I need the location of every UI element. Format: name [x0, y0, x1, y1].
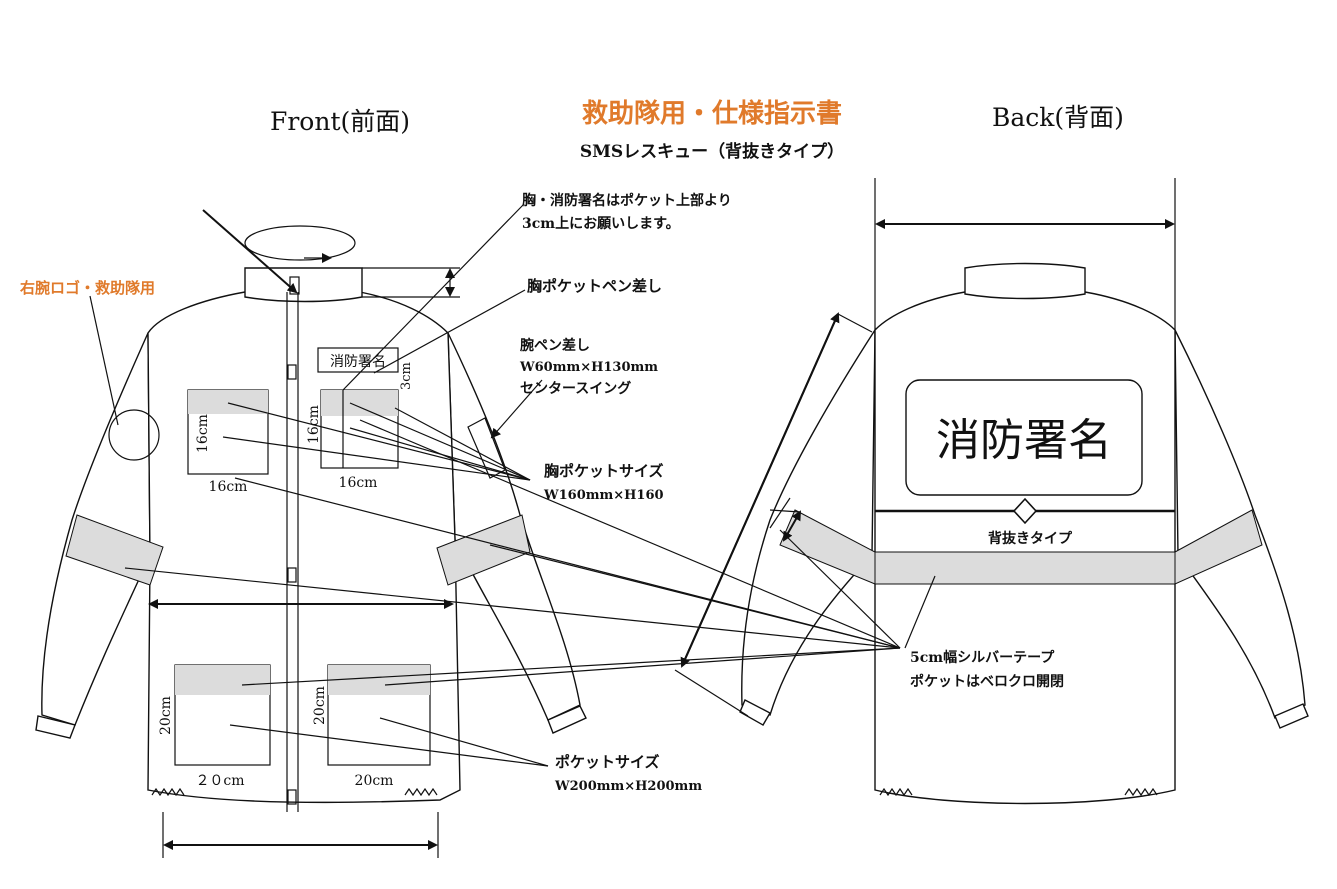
back-heading: Back(背面) — [992, 103, 1124, 132]
pocket-size-label-line2: W200mm×H200mm — [554, 779, 702, 794]
front-heading: Front(前面) — [270, 107, 410, 136]
front-left-cuff — [35, 715, 76, 739]
left-pocket-width: 16cm — [209, 479, 248, 495]
lower-left-pocket-width: ２０cm — [195, 773, 244, 789]
front-lower-right-pocket-tape — [328, 665, 430, 695]
tape-note-line2: ポケットはベロクロ開閉 — [910, 673, 1064, 690]
front-right-cuff — [547, 705, 587, 734]
front-right-chest-pocket-tape — [321, 390, 398, 416]
lower-right-pocket-height: 20cm — [312, 686, 328, 725]
lower-left-pocket-height: 20cm — [158, 696, 174, 735]
front-jacket: 消防署名 3cm 16cm 16cm 16cm 16cm 20cm ２０cm 2… — [35, 209, 587, 858]
back-jacket: 消防署名 背抜きタイプ — [674, 178, 1309, 805]
pocket-size-label-line1: ポケットサイズ — [555, 753, 660, 771]
chest-name-note-line2: 3cm上にお願いします。 — [522, 216, 680, 232]
backless-marker — [1012, 497, 1038, 525]
back-body — [874, 291, 1176, 805]
chest-pocket-size-label-line2: W160mm×H160 — [543, 488, 664, 503]
collar-circumference-loop — [244, 225, 356, 261]
left-pocket-height: 16cm — [195, 414, 211, 453]
chest-name-note-line1: 胸・消防署名はポケット上部より — [522, 192, 732, 209]
back-waist-tape — [874, 551, 1176, 585]
document-title: 救助隊用・仕様指示書 — [582, 98, 842, 129]
arm-pen-label-line2: W60mm×H130mm — [519, 360, 658, 375]
arm-logo-circle — [108, 409, 160, 461]
arm-pen-label-line3: センタースイング — [520, 380, 631, 397]
tape-note-line1: 5cm幅シルバーテープ — [910, 649, 1055, 666]
backless-label: 背抜きタイプ — [988, 530, 1073, 547]
chest-pocket-size-label-line1: 胸ポケットサイズ — [544, 462, 664, 480]
front-right-sleeve-tape — [436, 514, 531, 586]
arm-logo-label: 右腕ロゴ・救助隊用 — [20, 279, 155, 297]
chest-pen-label: 胸ポケットペン差し — [527, 277, 662, 295]
back-collar — [964, 262, 1086, 300]
back-station-name: 消防署名 — [936, 415, 1112, 466]
right-pocket-width: 16cm — [339, 475, 378, 491]
arm-pen-holder — [467, 417, 506, 479]
station-name-box-label: 消防署名 — [330, 354, 386, 370]
back-left-cuff — [739, 699, 771, 726]
arm-pen-label-line1: 腕ペン差し — [520, 337, 590, 354]
dim-3cm-label: 3cm — [399, 362, 414, 390]
back-station-name-panel — [905, 379, 1143, 496]
document-subtitle: SMSレスキュー（背抜きタイプ） — [580, 141, 844, 162]
leader-lines — [89, 203, 936, 767]
front-collar — [244, 267, 363, 303]
front-left-sleeve-tape — [65, 514, 164, 586]
lower-right-pocket-width: 20cm — [355, 773, 394, 789]
back-right-sleeve-tape — [1174, 509, 1263, 585]
front-lower-left-pocket-tape — [175, 665, 270, 695]
back-right-cuff — [1274, 703, 1309, 729]
